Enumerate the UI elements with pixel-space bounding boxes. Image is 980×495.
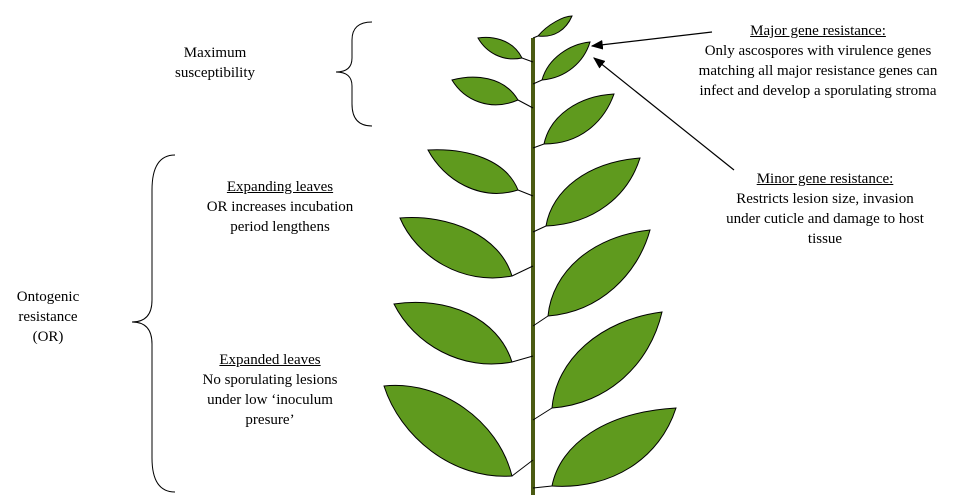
minor-gene-line-1: Restricts lesion size, invasion — [700, 189, 950, 209]
expanded-leaves-label: Expanded leaves No sporulating lesions u… — [170, 350, 370, 430]
leaf-left-3 — [428, 150, 533, 196]
max-susceptibility-line-2: susceptibility — [155, 63, 275, 83]
expanding-leaves-line-1: OR increases incubation — [180, 197, 380, 217]
leaf-left-4 — [400, 218, 533, 278]
expanding-leaves-title: Expanding leaves — [180, 177, 380, 197]
leaf-right-3 — [533, 158, 640, 232]
leaf-right-6 — [533, 408, 676, 488]
leaf-left-1 — [478, 37, 533, 62]
leaf-right-top — [533, 16, 572, 38]
ontogenic-line-3: (OR) — [0, 327, 96, 347]
ontogenic-line-1: Ontogenic — [0, 287, 96, 307]
minor-gene-title: Minor gene resistance: — [700, 169, 950, 189]
leaf-left-5 — [394, 302, 533, 364]
expanding-leaves-label: Expanding leaves OR increases incubation… — [180, 177, 380, 237]
expanded-leaves-title: Expanded leaves — [170, 350, 370, 370]
major-gene-label: Major gene resistance: Only ascospores w… — [668, 21, 968, 101]
leaf-right-2 — [533, 94, 614, 148]
major-gene-line-2: matching all major resistance genes can — [668, 61, 968, 81]
expanding-leaves-line-2: period lengthens — [180, 217, 380, 237]
minor-gene-line-3: tissue — [700, 229, 950, 249]
ontogenic-brace — [132, 155, 175, 492]
max-susceptibility-label: Maximum susceptibility — [155, 43, 275, 83]
max-susceptibility-line-1: Maximum — [155, 43, 275, 63]
expanded-leaves-line-3: presure’ — [170, 410, 370, 430]
susceptibility-brace — [336, 22, 372, 126]
leaf-right-5 — [533, 312, 662, 420]
minor-gene-label: Minor gene resistance: Restricts lesion … — [700, 169, 950, 249]
leaf-left-2 — [452, 77, 533, 108]
leaf-right-4 — [533, 230, 650, 326]
leaf-right-1 — [533, 42, 590, 84]
major-gene-line-3: infect and develop a sporulating stroma — [668, 81, 968, 101]
major-gene-line-1: Only ascospores with virulence genes — [668, 41, 968, 61]
minor-gene-line-2: under cuticle and damage to host — [700, 209, 950, 229]
ontogenic-line-2: resistance — [0, 307, 96, 327]
expanded-leaves-line-2: under low ‘inoculum — [170, 390, 370, 410]
expanded-leaves-line-1: No sporulating lesions — [170, 370, 370, 390]
leaf-left-6 — [384, 385, 533, 476]
ontogenic-resistance-label: Ontogenic resistance (OR) — [0, 287, 96, 347]
major-gene-title: Major gene resistance: — [668, 21, 968, 41]
